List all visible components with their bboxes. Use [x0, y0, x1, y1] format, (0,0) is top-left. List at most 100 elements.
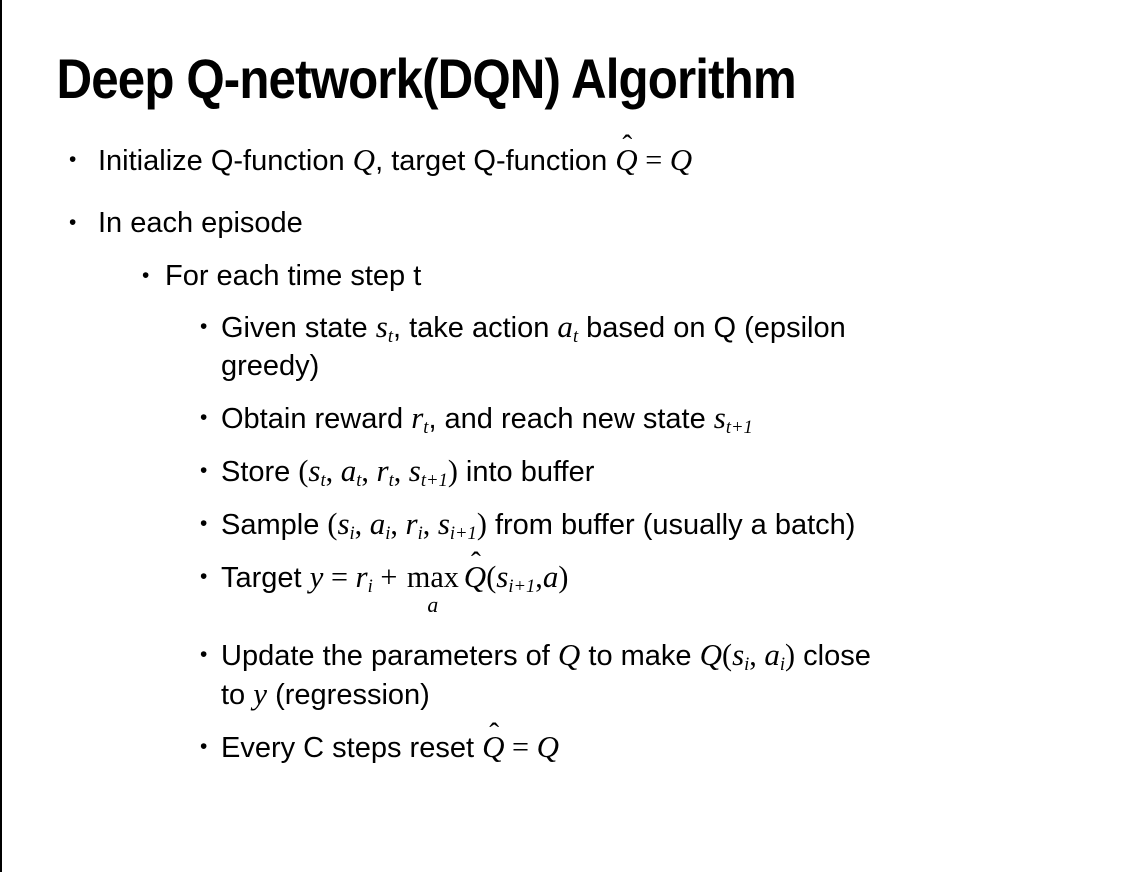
text-segment: i	[779, 654, 786, 676]
text-segment: In each episode	[98, 207, 303, 239]
text-segment: s	[408, 453, 421, 488]
text-segment: r	[376, 453, 389, 488]
text-segment: )	[476, 507, 487, 541]
text-segment: s	[308, 453, 321, 488]
bullet-text: For each time step t	[165, 257, 421, 295]
text-segment: Q	[352, 142, 376, 177]
text-segment: Obtain reward	[221, 403, 412, 435]
bullet-marker: •	[200, 406, 208, 429]
bullet-item: •Update the parameters of Q to make Q(si…	[2, 636, 1124, 714]
text-segment: to make	[580, 640, 700, 673]
bullet-marker: •	[69, 211, 77, 234]
bullet-text: Update the parameters of Q to make Q(si,…	[221, 636, 871, 714]
text-segment: ,	[361, 454, 377, 488]
text-segment: t	[572, 325, 579, 347]
text-segment: Target	[221, 562, 310, 594]
text-segment: +	[372, 560, 405, 594]
text-segment: t	[388, 469, 394, 491]
page-title: Deep Q-network(DQN) Algorithm	[56, 47, 797, 110]
hat-accent: ˆ	[622, 130, 633, 163]
text-segment: a	[542, 559, 559, 594]
bullet-marker: •	[200, 459, 208, 482]
text-segment: s	[732, 637, 745, 673]
text-segment: to	[221, 679, 254, 712]
text-segment: Given state	[221, 312, 376, 344]
text-segment: close	[795, 640, 871, 673]
text-segment: )	[785, 638, 796, 673]
text-segment: =	[637, 143, 670, 177]
text-segment: Every C steps reset	[221, 732, 483, 765]
bullet-item: •Sample (si, ai, ri, si+1) from buffer (…	[2, 505, 1124, 544]
bullet-text: Initialize Q-function Q, target Q-functi…	[98, 130, 692, 180]
bullet-item: • Store (st, at, rt, st+1) into buffer	[2, 452, 1124, 491]
text-segment: , and reach new state	[428, 403, 714, 435]
text-segment: y	[253, 676, 268, 712]
text-segment: ,	[749, 638, 765, 673]
text-segment: t	[356, 469, 362, 491]
bullet-item: • Obtain reward rt, and reach new state s…	[2, 399, 1124, 438]
text-segment: r	[355, 559, 368, 594]
bullet-text: Store (st, at, rt, st+1) into buffer	[221, 452, 594, 491]
bullet-marker: •	[142, 264, 150, 287]
text-segment: Update the parameters of	[221, 640, 558, 673]
text-segment: i	[417, 522, 423, 544]
text-segment: i	[367, 575, 373, 597]
text-segment: s	[496, 559, 509, 594]
text-segment: =	[504, 730, 537, 765]
bullet-item: • Initialize Q-function Q, target Q-funct…	[2, 130, 1124, 180]
text-segment: i+1	[449, 522, 477, 544]
text-segment: ,	[390, 507, 406, 541]
bullet-marker: •	[200, 315, 208, 338]
text-segment: Store	[221, 456, 299, 488]
bullet-item: •Given state st, take action at based on…	[2, 308, 1124, 385]
text-segment: y	[309, 559, 324, 594]
bullet-item: • For each time step t	[2, 257, 1124, 295]
text-segment: s	[375, 309, 388, 344]
text-segment: t	[320, 469, 326, 491]
text-segment: i+1	[508, 575, 536, 597]
text-segment: r	[411, 400, 424, 435]
text-segment: )	[447, 454, 458, 488]
text-segment: Sample	[221, 509, 328, 541]
text-segment: , target Q-function	[375, 145, 616, 177]
text-segment: s	[437, 506, 450, 541]
bullet-item: • In each episode	[2, 204, 1124, 242]
bullet-list: • Initialize Q-function Q, target Q-funct…	[2, 130, 1124, 767]
text-segment: i	[744, 654, 750, 676]
text-segment: t+1	[725, 416, 753, 438]
text-segment: a	[764, 637, 780, 673]
text-segment: based on Q (epsilon	[578, 312, 846, 344]
text-segment: greedy)	[221, 350, 320, 382]
hat-accent: ˆ	[489, 717, 500, 750]
text-segment: into buffer	[457, 456, 595, 488]
bullet-marker: •	[200, 512, 208, 535]
text-segment: ,	[325, 454, 341, 488]
text-segment: s	[337, 506, 350, 541]
text-segment: (	[722, 638, 733, 673]
text-segment: i	[385, 522, 391, 544]
text-segment: a	[369, 506, 386, 541]
text-segment: t+1	[420, 469, 448, 491]
hat-accent: ˆ	[470, 547, 481, 580]
text-segment: i	[349, 522, 355, 544]
text-segment: )	[558, 560, 569, 594]
text-segment: s	[713, 400, 726, 435]
bullet-text: In each episode	[98, 204, 303, 242]
text-segment: a	[557, 309, 573, 344]
bullet-marker: •	[69, 148, 77, 171]
text-segment: r	[405, 506, 418, 541]
text-segment: =	[323, 560, 356, 594]
text-segment: , take action	[392, 312, 558, 344]
text-segment: ,	[535, 560, 543, 594]
text-segment: (	[486, 560, 497, 594]
bullet-text: Obtain reward rt, and reach new state st…	[221, 399, 753, 438]
text-segment: Q	[536, 729, 559, 765]
